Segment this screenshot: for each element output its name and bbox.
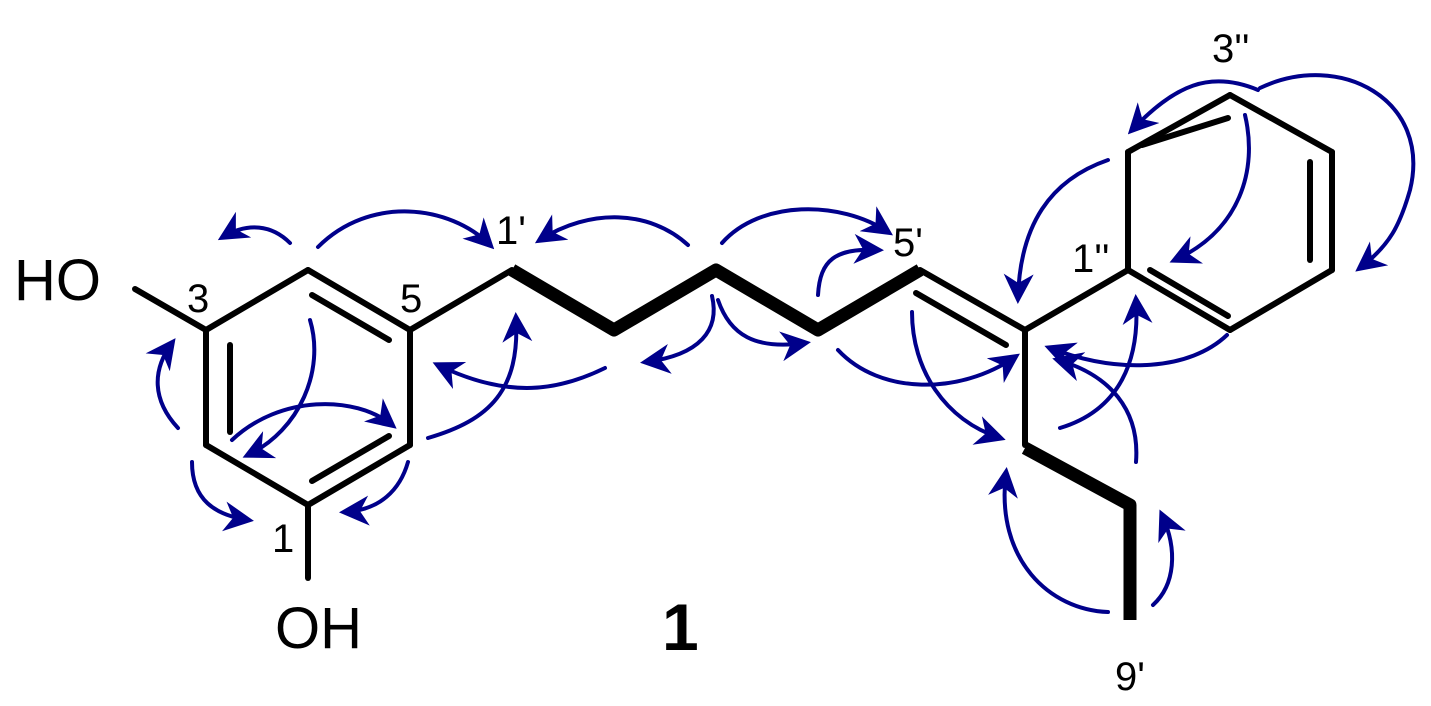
compound-number: 1 [662,590,699,664]
arrow-h6-to-c1prime [426,312,533,440]
label-ho: HO [14,248,101,313]
label-c5: 5 [400,277,422,321]
label-c1: 1 [272,517,294,561]
arrow-h3pp-to-c2pp [1127,79,1260,135]
arrow-h9prime-to-c7prime [988,467,1110,614]
phenyl-ring [1022,92,1335,333]
substituent-bonds [132,267,515,581]
arrow-h2-to-c1 [190,460,254,532]
label-c3: 3 [187,277,209,321]
arrow-h6-to-c1 [339,460,410,526]
label-c1prime: 1' [496,209,526,253]
label-c9prime: 9' [1115,655,1145,699]
arrow-h3prime-to-c4prime [716,298,811,362]
label-c5prime: 5' [893,221,923,265]
arrow-h4-to-c3 [217,211,292,245]
arrow-h3prime-to-c1prime [534,214,690,247]
arrow-h3prime-to-c2prime [640,294,716,374]
arrow-h4prime-to-c5prime [816,233,884,297]
arrow-h7prime-to-c1pp [1058,294,1153,430]
arrow-h3pp-to-c5pp [1258,73,1416,272]
atom-labels: HO OH 3 5 1 1' 5' 9' 1'' 3'' 1 [14,27,1250,699]
arrow-h4-to-c1prime [316,209,495,250]
label-c3pp: 3'' [1212,27,1250,71]
correlation-arrows [145,73,1416,614]
arrow-c2-to-c4 [145,338,180,430]
resorcinol-ring [203,267,413,508]
arrow-h4prime-to-c6prime [836,348,1020,387]
label-c1pp: 1'' [1072,237,1110,281]
arrow-h2pp-to-c6prime-b [1044,333,1229,371]
arrow-h8prime-to-c6prime [1052,352,1139,464]
side-chain [508,263,1137,620]
label-oh: OH [275,596,362,661]
arrow-h4-to-c2 [242,318,317,459]
arrow-h2prime-to-c5 [432,361,607,390]
arrow-h5prime-to-c7prime [910,310,1006,445]
arrow-h9prime-to-c8prime [1151,509,1186,607]
arrow-h3pp-to-c1pp [1169,113,1251,264]
arrow-h2-to-c6 [230,398,397,442]
arrow-h2pp-to-c6prime [1003,158,1110,304]
arrow-h3prime-to-c5prime [720,206,893,245]
